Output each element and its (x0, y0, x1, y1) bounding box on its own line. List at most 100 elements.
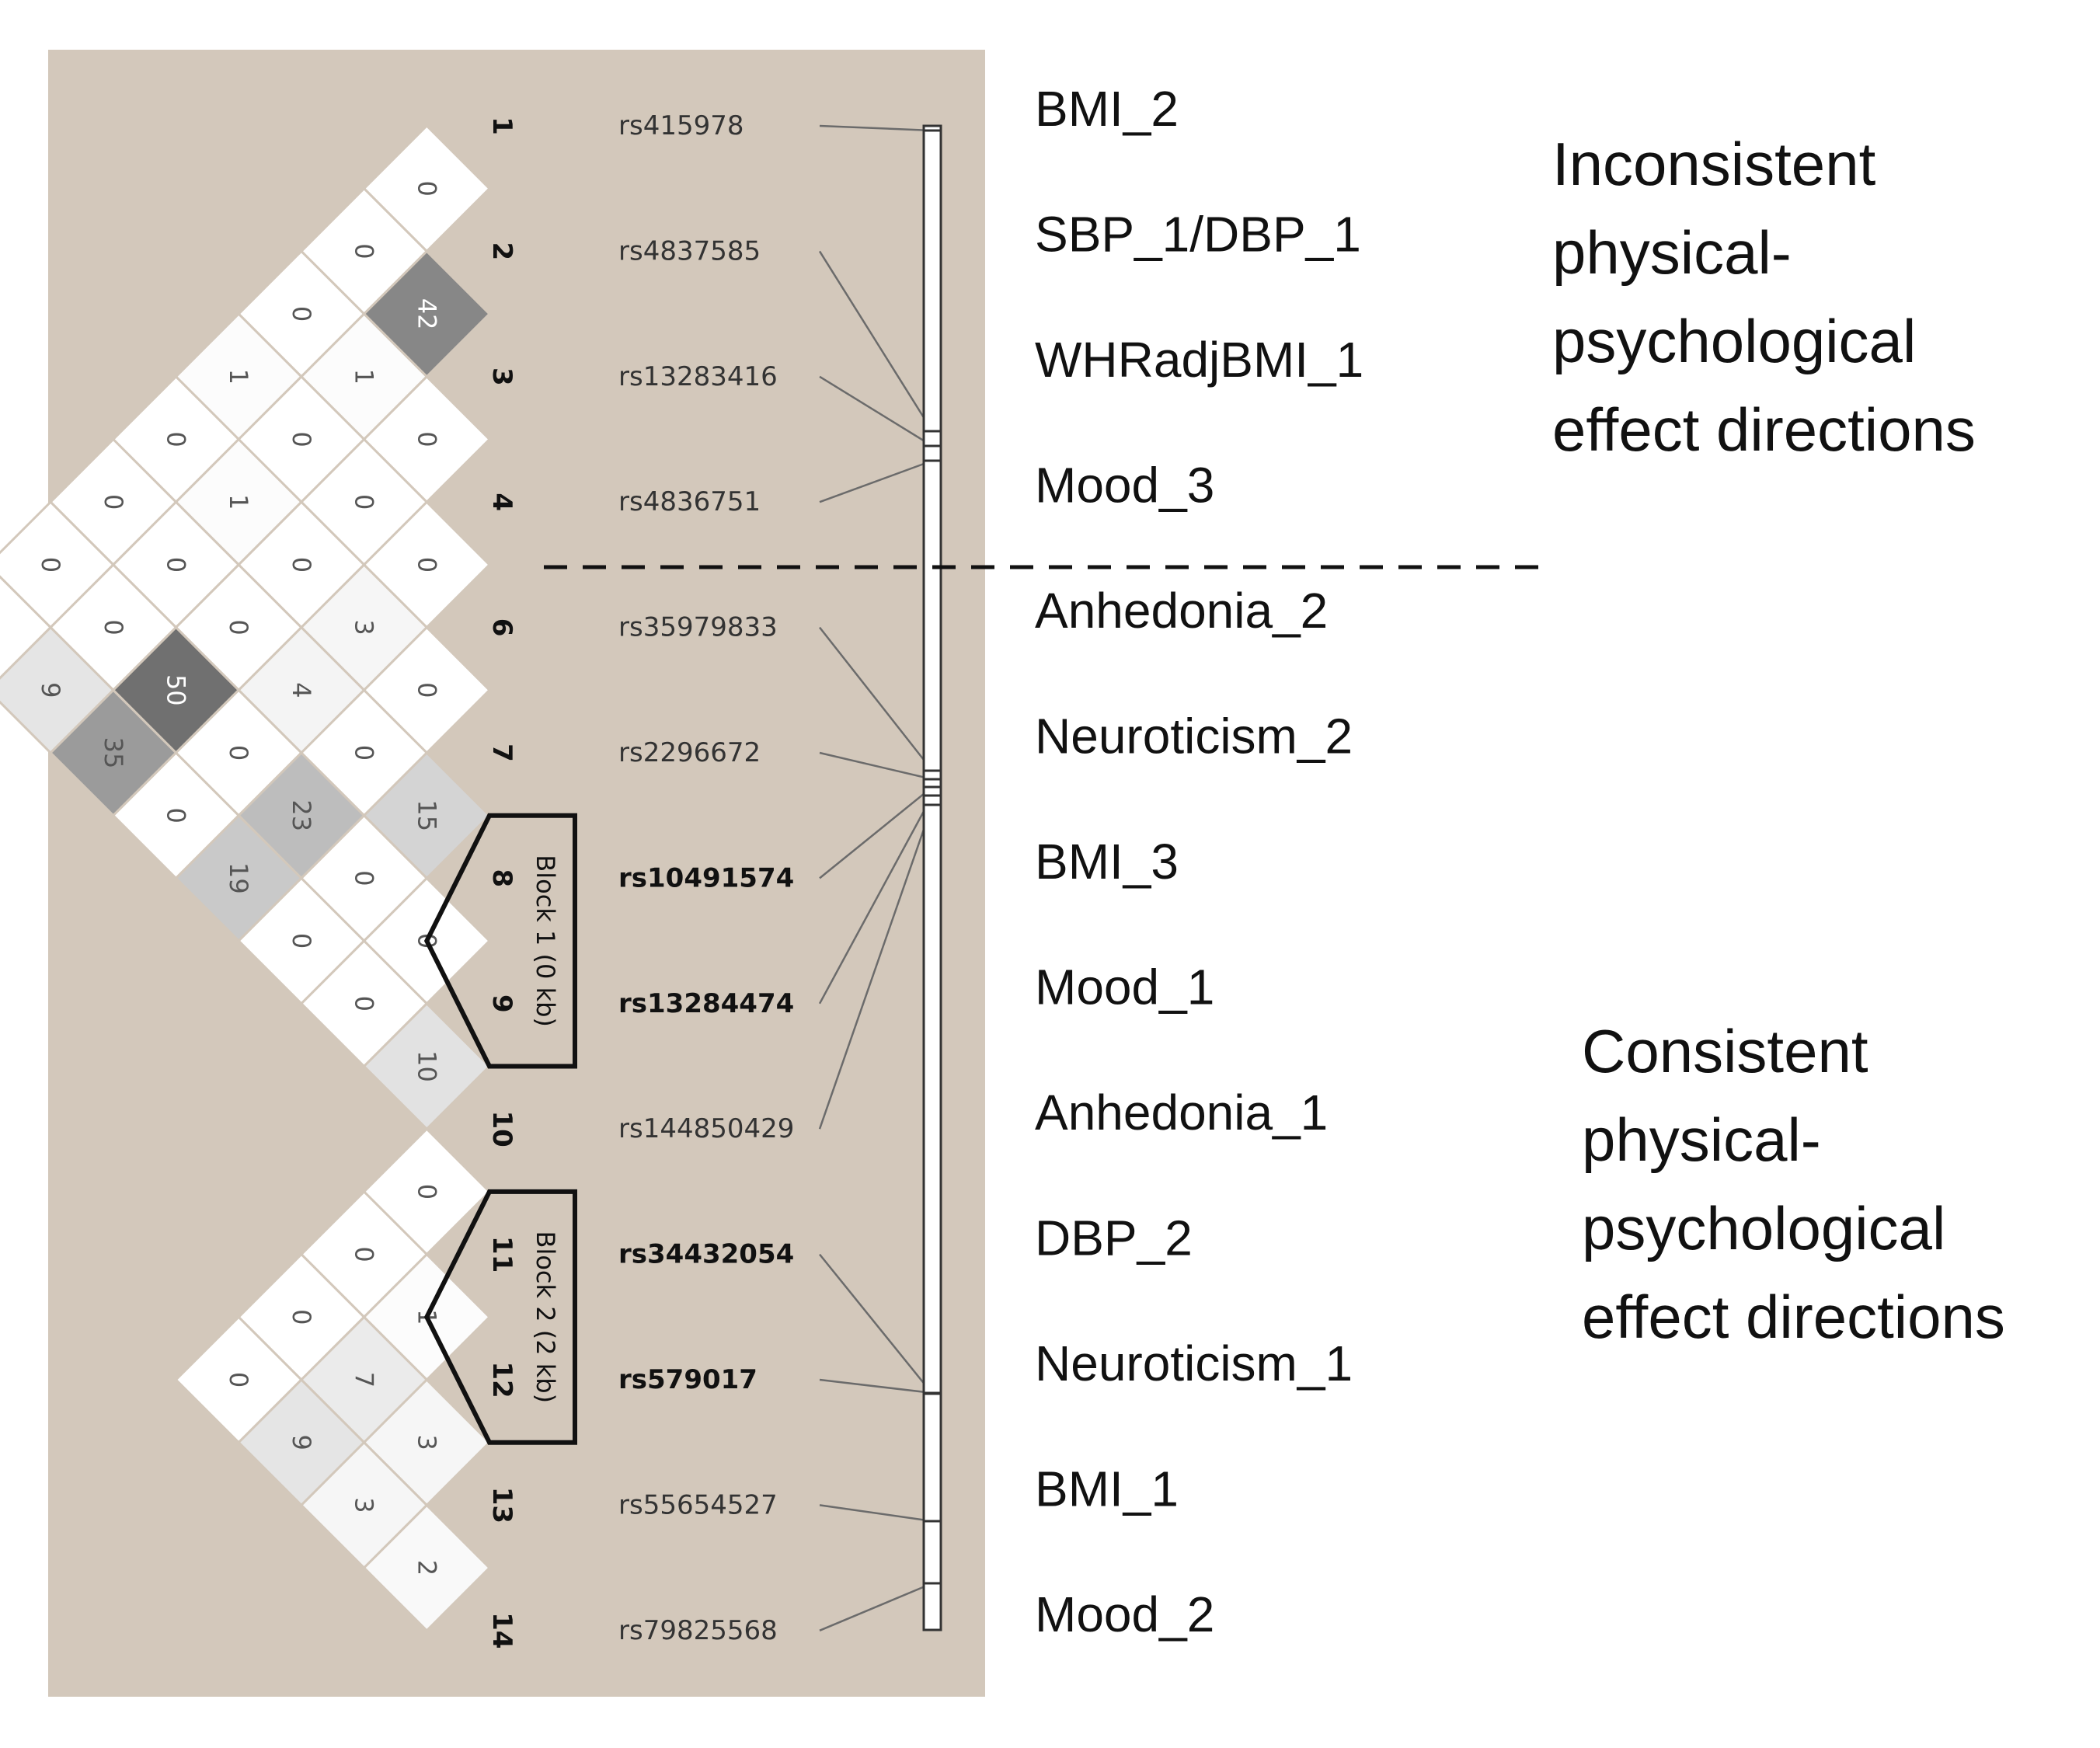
consistent-line-2: physical- (1582, 1106, 1821, 1174)
ld-cell-value: 23 (287, 799, 316, 831)
group1-ld-cell: 10 (362, 1001, 492, 1131)
group-inconsistent-label: Inconsistent physical- psychological eff… (1552, 130, 1976, 464)
trait-label: Mood_1 (1035, 959, 1214, 1015)
group2-ld-cell: 2 (362, 1503, 492, 1632)
position-connector (818, 804, 934, 1130)
trait-label: Neuroticism_1 (1035, 1335, 1353, 1391)
snp-rsid: rs13284474 (618, 988, 794, 1019)
group1-ld-cell: 0 (174, 562, 304, 692)
snp-index: 14 (486, 1612, 517, 1649)
trait-label: WHRadjBMI_1 (1035, 332, 1363, 388)
snp-index: 1 (486, 117, 517, 135)
position-connector (819, 1582, 933, 1631)
position-connectors (818, 124, 934, 1631)
ld-cell-value: 0 (350, 1246, 379, 1262)
group1-ld-cell: 9 (0, 625, 115, 755)
block-outline (423, 1189, 577, 1445)
ld-cell-value: 0 (350, 494, 379, 510)
consistent-line-4: effect directions (1582, 1283, 2005, 1351)
position-connector (819, 1378, 933, 1395)
ld-cell-value: 0 (350, 243, 379, 259)
ld-cell-value: 50 (162, 674, 191, 706)
trait-label: Neuroticism_2 (1035, 709, 1353, 764)
trait-label: BMI_3 (1035, 834, 1179, 890)
ld-cells: 0001000042101009000050350340000231915000… (0, 124, 492, 1632)
ld-cell-value: 0 (287, 1309, 316, 1325)
ld-cell-value: 0 (412, 682, 441, 698)
snp-row: 6 rs35979833 (486, 612, 778, 643)
ld-cell-value: 9 (36, 682, 65, 698)
ld-cell-value: 0 (287, 933, 316, 949)
ld-cell-value: 3 (412, 1435, 441, 1450)
snp-rsid: rs34432054 (618, 1239, 794, 1270)
snp-rsid: rs4837585 (618, 235, 761, 266)
block-label: Block 1 (0 kb) (531, 855, 560, 1027)
consistent-line-3: psychological (1582, 1194, 1945, 1262)
ld-cell-value: 3 (350, 619, 379, 635)
ld-cell-value: 0 (350, 745, 379, 761)
ld-cell-value: 0 (162, 808, 191, 824)
ld-cell-value: 42 (412, 298, 441, 330)
trait-label: BMI_1 (1035, 1461, 1179, 1517)
ld-cell-value: 7 (350, 1372, 379, 1388)
ld-cell-value: 0 (224, 619, 253, 635)
ld-cell-value: 0 (99, 619, 128, 635)
ld-cell-value: 4 (287, 682, 316, 698)
snp-index: 6 (486, 618, 517, 637)
position-connector (818, 250, 934, 432)
position-connector (819, 124, 933, 132)
position-connector (819, 786, 933, 879)
position-bar (922, 124, 942, 1631)
ld-cell-value: 0 (412, 181, 441, 197)
position-connector (818, 795, 934, 1005)
block-label: Block 2 (2 kb) (531, 1231, 560, 1404)
snp-index: 11 (486, 1236, 517, 1273)
snp-rsid: rs579017 (618, 1364, 757, 1395)
snp-index: 4 (486, 493, 517, 511)
block-outlines: Block 1 (0 kb) Block 2 (2 kb) (423, 813, 577, 1445)
snp-row: 13 rs55654527 (486, 1487, 778, 1523)
snp-index: 13 (486, 1487, 517, 1523)
ld-cell-value: 0 (287, 557, 316, 573)
ld-cell-value: 0 (287, 431, 316, 447)
snp-index: 3 (486, 367, 517, 386)
position-connector (819, 375, 933, 447)
ld-cell-value: 0 (0, 619, 2, 635)
snp-rsid: rs144850429 (618, 1113, 794, 1144)
snp-index: 12 (486, 1361, 517, 1398)
inconsistent-line-4: effect directions (1552, 395, 1976, 464)
ld-cell-value: 9 (287, 1435, 316, 1450)
snp-rsid: rs35979833 (618, 612, 778, 643)
position-bar-rect (922, 124, 942, 1631)
ld-cell-value: 15 (412, 799, 441, 831)
snp-index: 10 (486, 1111, 517, 1147)
ld-cell-value: 19 (224, 862, 253, 894)
snp-index: 9 (486, 994, 517, 1013)
ld-cell-value: 1 (224, 369, 253, 385)
trait-label: DBP_2 (1035, 1210, 1193, 1266)
position-connector (819, 1253, 933, 1395)
group-consistent-label: Consistent physical- psychological effec… (1582, 1017, 2005, 1351)
snp-rsid: rs55654527 (618, 1489, 778, 1520)
ld-cell-value: 1 (350, 369, 379, 385)
group1-ld-cell: 0 (0, 575, 53, 680)
ld-cell-diamond (362, 1503, 492, 1632)
snp-rsid: rs13283416 (618, 361, 778, 392)
trait-label: Mood_3 (1035, 458, 1214, 514)
block-outline (423, 813, 577, 1069)
ld-cell-diamond (0, 575, 53, 680)
trait-label: SBP_1/DBP_1 (1035, 207, 1361, 263)
ld-cell-value: 0 (224, 745, 253, 761)
ld-cell-value: 35 (99, 737, 128, 769)
ld-cell-value: 0 (350, 996, 379, 1012)
ld-cell-value: 0 (36, 557, 65, 573)
snp-row: 3 rs13283416 (486, 361, 778, 392)
snp-index: 8 (486, 869, 517, 888)
position-connector (819, 1504, 933, 1523)
